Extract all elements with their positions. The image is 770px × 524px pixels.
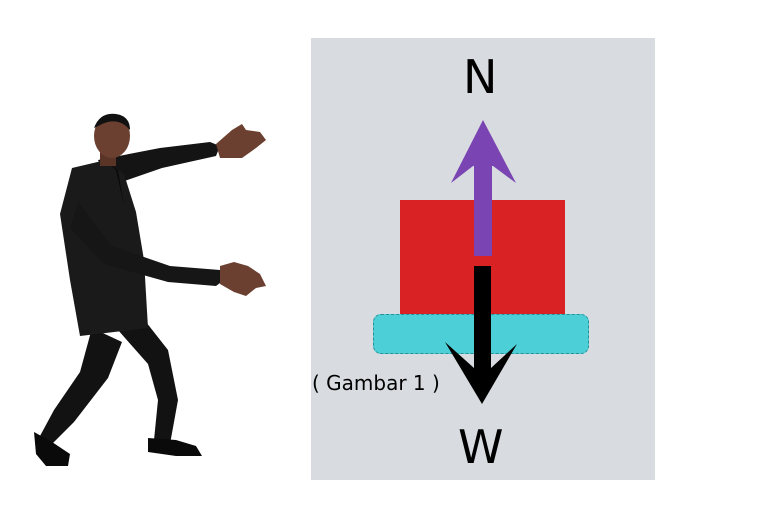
- force-diagram-panel: N W ( Gambar 1 ): [311, 38, 655, 480]
- normal-force-label: N: [463, 50, 498, 104]
- normal-force-arrow-shaft: [474, 164, 492, 256]
- weight-arrow-shaft: [474, 266, 491, 376]
- force-arrows: [445, 120, 517, 404]
- normal-force-arrowhead: [451, 120, 516, 183]
- man-in-black-suit-gesturing-icon: [34, 113, 266, 466]
- weight-arrowhead: [445, 342, 517, 404]
- weight-label: W: [458, 420, 504, 474]
- figure-caption: ( Gambar 1 ): [312, 371, 440, 395]
